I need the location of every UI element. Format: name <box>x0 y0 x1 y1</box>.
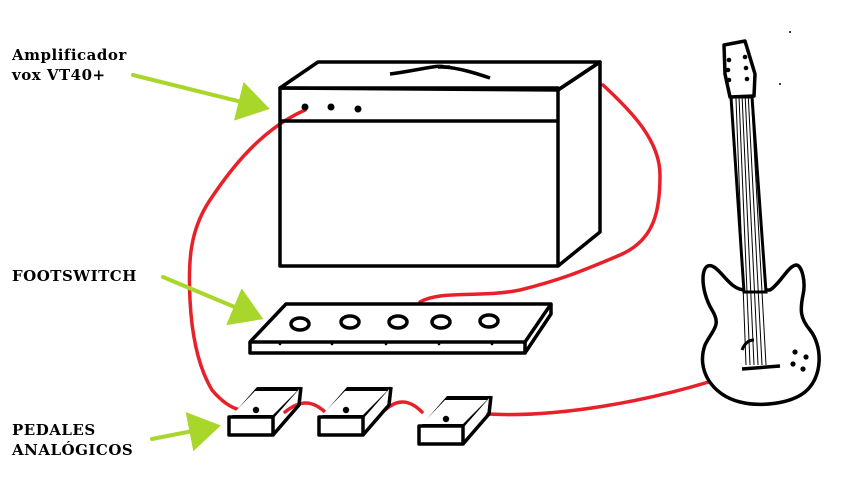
cable-pedal3-to-guitar <box>486 379 714 417</box>
amplifier-label-line1: Amplificador <box>12 46 127 64</box>
footswitch-tick-2 <box>330 342 334 346</box>
amplifier-knob-2 <box>327 103 335 111</box>
pedals-label-line1: PEDALES <box>12 421 96 439</box>
guitar-tuner-4 <box>742 54 748 60</box>
footswitch-button-2 <box>339 314 361 330</box>
specks <box>779 31 791 85</box>
amplifier-label: Amplificador vox VT40+ <box>12 45 127 85</box>
pedal-3 <box>417 395 493 446</box>
guitar-tuner-2 <box>725 67 731 73</box>
footswitch-top <box>248 302 553 344</box>
pedal-1-side <box>271 386 303 437</box>
footswitch-button-1 <box>289 316 311 332</box>
amplifier-side <box>556 60 602 268</box>
amplifier-knob-1 <box>301 103 309 111</box>
pedal-2-side <box>361 386 393 437</box>
cable-amp-to-pedal <box>187 108 307 412</box>
arrow-amplifier <box>131 73 270 121</box>
pedal-1-knob <box>252 406 260 414</box>
guitar-tuner-5 <box>743 65 749 71</box>
pedal-1-front <box>227 415 275 437</box>
pedal-3-face <box>422 400 487 424</box>
pedals-label: PEDALES ANALÓGICOS <box>12 420 133 460</box>
footswitch-tick-1 <box>278 342 282 346</box>
footswitch-button-3 <box>387 314 409 330</box>
guitar-control-1 <box>792 349 798 355</box>
pedals-label-line2: ANALÓGICOS <box>12 441 134 459</box>
guitar-pickup <box>740 338 755 351</box>
footswitch-tick-5 <box>490 342 494 346</box>
guitar-string-4 <box>743 71 759 366</box>
footswitch-tick-4 <box>437 342 441 346</box>
guitar-control-2 <box>803 354 809 360</box>
arrow-pedals <box>150 412 221 452</box>
cables <box>187 83 714 417</box>
pedals <box>227 386 493 446</box>
amplifier-front <box>278 86 560 268</box>
footswitch-label-line1: FOOTSWITCH <box>12 267 137 285</box>
guitar-control-4 <box>800 366 806 372</box>
amplifier-knobs <box>301 103 362 113</box>
cable-amp-to-footswitch <box>418 83 662 304</box>
footswitch-side <box>523 304 553 354</box>
footswitch-tick-3 <box>384 342 388 346</box>
guitar-tuner-1 <box>726 57 732 63</box>
guitar-string-6 <box>749 71 767 366</box>
guitar-controls <box>790 349 809 372</box>
pedal-1-face <box>232 391 297 415</box>
pedal-2-front <box>317 415 365 437</box>
footswitch-label: FOOTSWITCH <box>12 266 137 286</box>
pedal-2-face <box>322 391 387 415</box>
footswitch <box>248 302 553 355</box>
pedal-2 <box>317 386 393 437</box>
amplifier <box>278 60 602 268</box>
cable-pedal1-to-pedal2 <box>283 401 327 414</box>
pedal-2-knob <box>342 406 350 414</box>
footswitch-buttons <box>289 313 500 332</box>
pedal-1 <box>227 386 303 437</box>
guitar <box>700 39 821 407</box>
footswitch-front <box>248 342 527 355</box>
guitar-headstock <box>722 39 757 99</box>
guitar-bridge <box>741 364 781 371</box>
footswitch-button-4 <box>430 314 452 330</box>
amplifier-label-line2: vox VT40+ <box>12 66 106 84</box>
guitar-string-5 <box>746 71 763 366</box>
guitar-tuners <box>725 54 750 83</box>
amplifier-knob-3 <box>354 105 362 113</box>
footswitch-button-5 <box>478 313 500 329</box>
pedal-3-side <box>461 395 493 446</box>
arrows <box>131 73 270 452</box>
pedal-3-knob <box>442 415 450 423</box>
speck-2 <box>779 83 781 85</box>
guitar-control-3 <box>790 361 796 367</box>
guitar-tuner-6 <box>744 76 750 82</box>
arrow-footswitch <box>161 275 264 326</box>
guitar-string-1 <box>734 71 747 366</box>
guitar-tuner-3 <box>726 77 732 83</box>
footswitch-ticks <box>278 342 494 346</box>
speck-1 <box>789 31 791 33</box>
guitar-string-2 <box>737 71 751 366</box>
guitar-strings <box>734 71 767 366</box>
pedal-3-front <box>417 424 465 446</box>
guitar-string-3 <box>740 71 755 366</box>
